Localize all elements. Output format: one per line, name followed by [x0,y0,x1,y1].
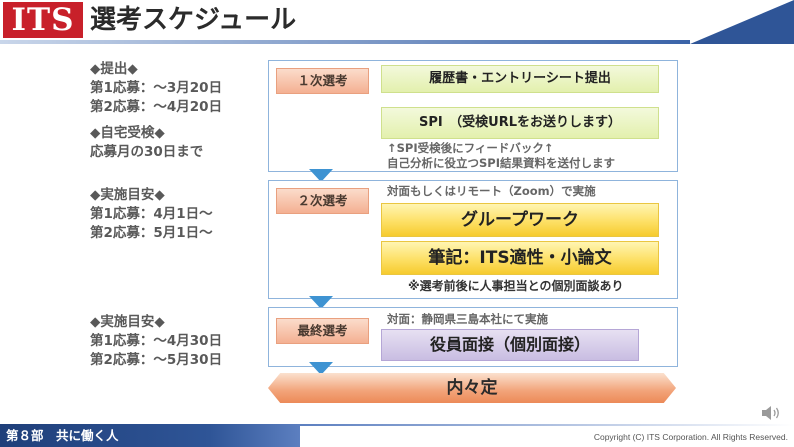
home-test-heading: ◆自宅受検◆ [90,125,165,141]
down-arrow-icon [309,362,333,375]
informal-offer-banner: 内々定 [268,373,676,403]
stage1-label: １次選考 [276,68,369,94]
stage2-label: ２次選考 [276,188,369,214]
stage1-document-submission: 履歴書・エントリーシート提出 [381,65,659,93]
speaker-icon[interactable] [760,405,782,421]
down-arrow-icon [309,296,333,309]
final-schedule-2: 第2応募：～5月30日 [90,352,223,368]
footer-divider [300,424,794,426]
stage1-feedback-note: ↑SPI受検後にフィードバック↑ [387,141,554,155]
stage3-executive-interview: 役員面接（個別面接） [381,329,639,361]
submit-deadline-1: 第1応募：～3月20日 [90,80,223,96]
second-schedule-heading: ◆実施目安◆ [90,187,165,203]
stage1-spi-test: SPI （受検URLをお送りします） [381,107,659,139]
stage3-label: 最終選考 [276,318,369,344]
section-label: 第８部 共に働く人 [6,428,119,443]
stage3-location-note: 対面：静岡県三島本社にて実施 [387,312,548,326]
stage2-written-test: 筆記：ITS適性・小論文 [381,241,659,275]
second-schedule-2: 第2応募：5月1日～ [90,225,213,241]
down-arrow-icon [309,169,333,182]
copyright-text: Copyright (C) ITS Corporation. All Right… [593,432,788,442]
page-title: 選考スケジュール [90,5,297,35]
its-logo: ITS [3,2,83,38]
home-test-deadline: 応募月の30日まで [90,144,204,160]
header-corner-decoration [690,0,794,44]
stage2-interview-remark: ※選考前後に人事担当との個別面談あり [408,279,624,293]
final-schedule-1: 第1応募：～4月30日 [90,333,223,349]
second-schedule-1: 第1応募：4月1日～ [90,206,213,222]
stage1-result-note: 自己分析に役立つSPI結果資料を送付します [387,156,615,170]
header-divider [0,40,690,44]
stage2-group-work: グループワーク [381,203,659,237]
submit-deadline-2: 第2応募：～4月20日 [90,99,223,115]
footer-bar [0,424,300,447]
submit-heading: ◆提出◆ [90,61,138,77]
stage2-format-note: 対面もしくはリモート（Zoom）で実施 [387,184,596,198]
final-schedule-heading: ◆実施目安◆ [90,314,165,330]
